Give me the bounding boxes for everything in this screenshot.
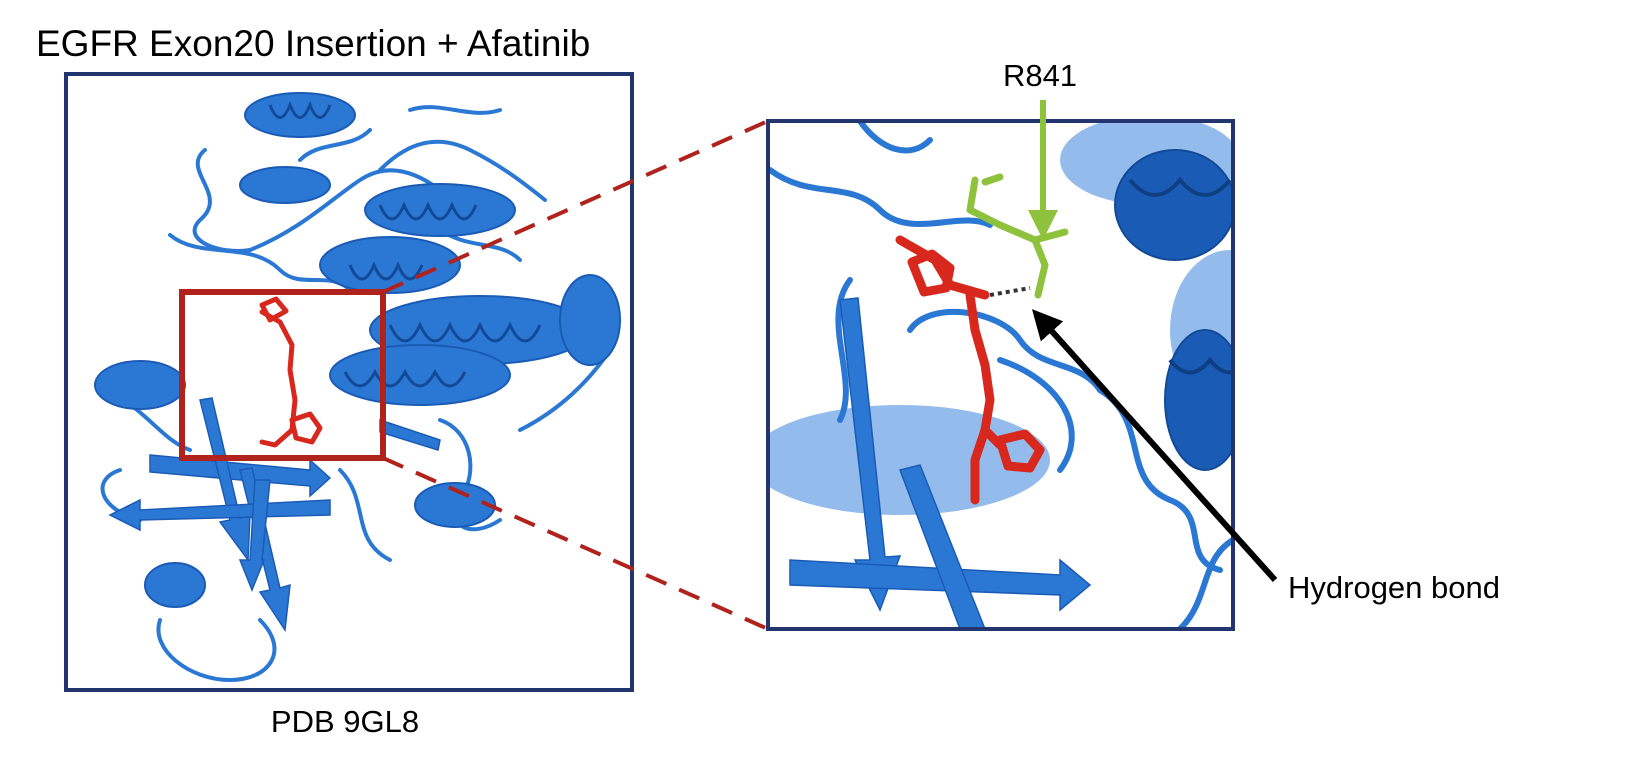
zoom-region-box	[179, 289, 386, 461]
residue-label: R841	[1003, 58, 1077, 93]
left-panel-caption: PDB 9GL8	[271, 704, 419, 739]
right-panel-frame	[766, 119, 1235, 631]
hydrogen-bond-label: Hydrogen bond	[1288, 570, 1500, 605]
afatinib-ligand	[895, 235, 1045, 505]
r841-residue	[966, 173, 1069, 299]
right-panel: R841 Hydrogen bond	[766, 58, 1500, 631]
left-panel-frame	[64, 72, 634, 692]
hydrogen-bond-arrow	[1031, 309, 1278, 583]
protein-ribbon-overview-icon	[94, 92, 621, 682]
left-panel: PDB 9GL8	[64, 72, 634, 739]
hydrogen-bond-dots	[989, 286, 1031, 297]
figure-title: EGFR Exon20 Insertion + Afatinib	[36, 23, 590, 64]
binding-site-closeup-icon	[768, 121, 1233, 629]
